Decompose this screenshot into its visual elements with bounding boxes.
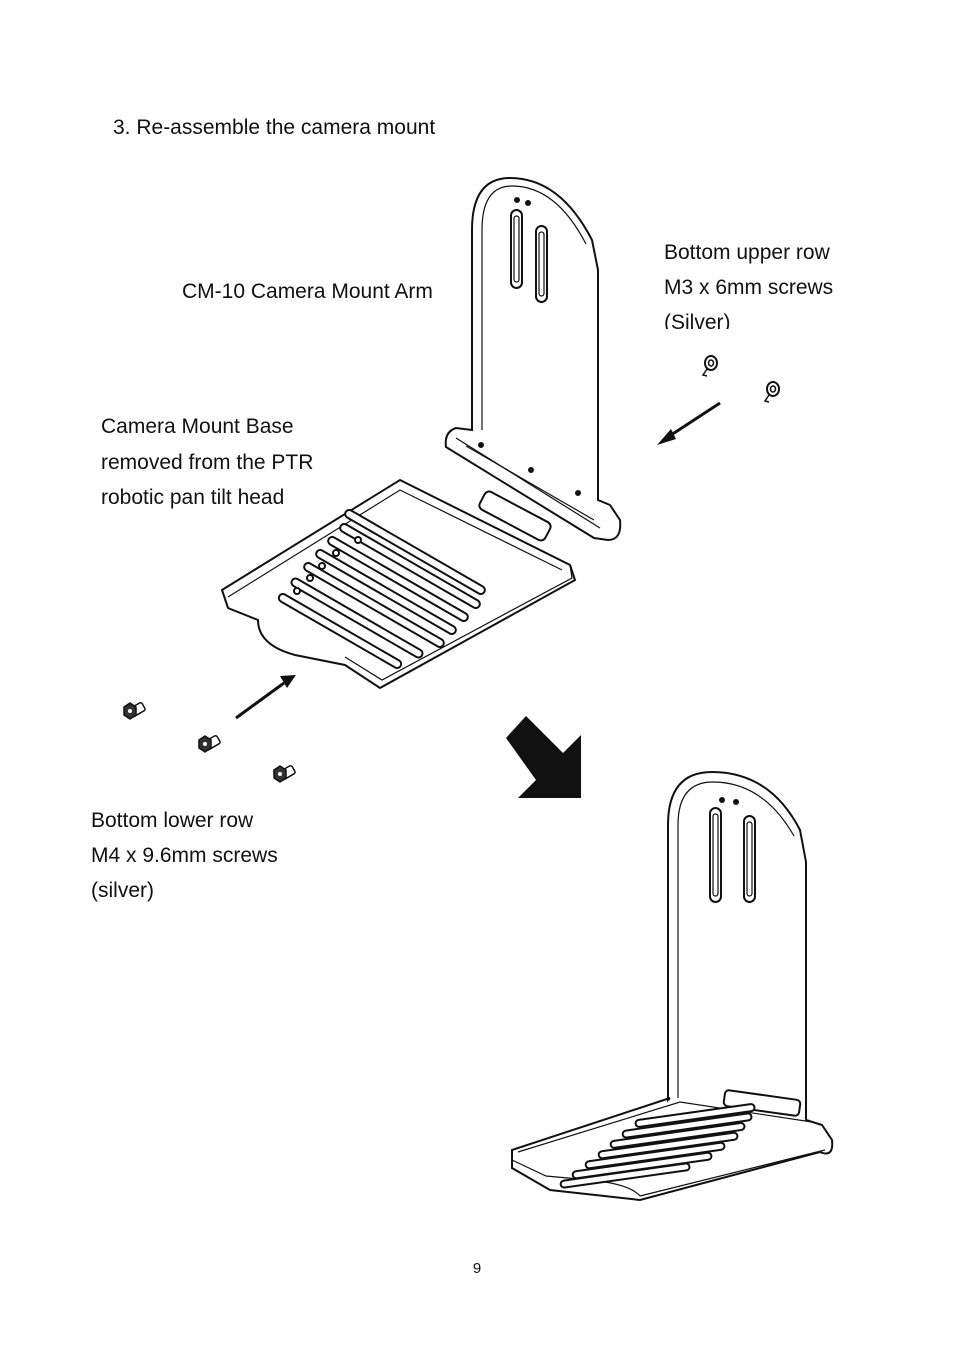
mount-base-exploded: [220, 478, 577, 690]
mount-assembled: [511, 770, 834, 1202]
assembly-direction-arrow: [506, 716, 581, 798]
step-title: 3. Re-assemble the camera mount: [113, 116, 436, 139]
page-number: 9: [472, 1260, 482, 1277]
base-line-1: Camera Mount Base: [101, 415, 294, 438]
upper-screw-2: [764, 381, 780, 403]
lower-screw-2: [198, 734, 222, 753]
lower-screw-1: [123, 701, 147, 720]
mount-arm-exploded: [444, 176, 622, 542]
upper-screws-line-2: M3 x 6mm screws: [664, 276, 834, 299]
lower-screw-arrow: [235, 675, 296, 720]
upper-screws-line-1: Bottom upper row: [664, 241, 830, 264]
lower-screws-line-1: Bottom lower row: [91, 809, 254, 832]
upper-screws-line-3: (Silver): [664, 311, 731, 329]
upper-screw-1: [702, 355, 718, 377]
base-line-2: removed from the PTR: [101, 451, 314, 474]
lower-screw-3: [273, 764, 297, 783]
lower-screws-line-2: M4 x 9.6mm screws: [91, 844, 278, 867]
lower-screws-line-3: (silver): [91, 879, 154, 902]
arm-label: CM-10 Camera Mount Arm: [182, 280, 433, 303]
base-line-3: robotic pan tilt head: [101, 486, 285, 509]
upper-screw-arrow: [657, 401, 721, 445]
